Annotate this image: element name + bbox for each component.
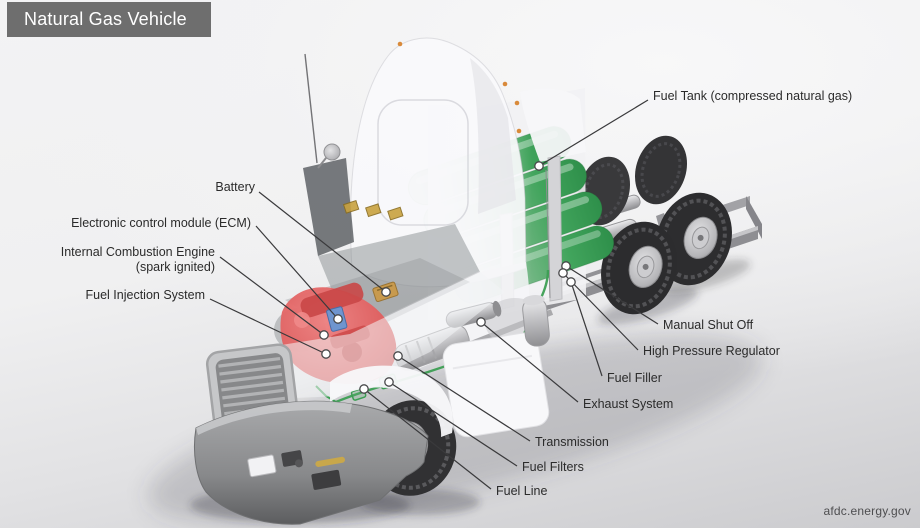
label-fuel-tank: Fuel Tank (compressed natural gas) (653, 89, 853, 103)
label-manual-shut-off: Manual Shut Off (663, 318, 754, 332)
cowl-markers (342, 199, 404, 221)
dot-fuel-tank (534, 161, 544, 171)
front-bumper (193, 400, 429, 525)
leader-fuel-filters (388, 381, 518, 467)
source-credit: afdc.energy.gov (823, 504, 911, 518)
side-window (303, 158, 354, 256)
license-plate (247, 454, 277, 478)
mirror-antenna (304, 41, 522, 169)
label-internal-combustion-engine: Internal Combustion Engine (spark ignite… (60, 245, 215, 274)
label-battery: Battery (215, 180, 255, 194)
label-exhaust-system: Exhaust System (583, 397, 674, 411)
dot-battery (381, 287, 391, 297)
page-title-text: Natural Gas Vehicle (24, 9, 187, 29)
label-fuel-filler: Fuel Filler (607, 371, 662, 385)
spot-mirror (323, 143, 341, 161)
dot-fuel-filters (384, 377, 394, 387)
rear-wheels (577, 135, 732, 315)
leader-manual-shut-off (565, 265, 659, 325)
leader-ecm (255, 225, 339, 320)
leader-exhaust (480, 321, 579, 403)
label-transmission: Transmission (535, 435, 609, 449)
dot-transmission (393, 351, 403, 361)
antenna (304, 53, 318, 164)
side-fairing (442, 295, 550, 438)
leader-fuel-line (363, 388, 492, 490)
leader-ice (219, 256, 325, 336)
dot-fuel-filler (566, 277, 576, 287)
leader-transmission (397, 355, 531, 442)
dot-ice (319, 330, 329, 340)
front-fender (330, 365, 453, 437)
leader-fuel-filler (570, 281, 603, 377)
callout-dots (319, 161, 576, 394)
leader-high-pressure-regulator (562, 272, 639, 351)
dot-exhaust (476, 317, 486, 327)
label-fuel-line: Fuel Line (496, 484, 548, 498)
leader-fuel-tank (538, 99, 649, 167)
amber-marker (315, 456, 346, 467)
leader-fuel-injection (209, 298, 327, 355)
label-fuel-injection-system: Fuel Injection System (85, 288, 206, 302)
dot-fuel-line (359, 384, 369, 394)
label-fuel-filters: Fuel Filters (522, 460, 584, 474)
dot-fuel-injection (321, 349, 331, 359)
label-ecm: Electronic control module (ECM) (71, 216, 251, 230)
rear-wheel-outer-front (601, 221, 677, 315)
leader-battery (258, 191, 387, 293)
hood-ghost (238, 272, 505, 400)
page-title: Natural Gas Vehicle (7, 2, 211, 37)
air-cleaner (522, 295, 550, 347)
dot-ecm (333, 314, 343, 324)
label-high-pressure-regulator: High Pressure Regulator (643, 344, 780, 358)
leader-lines (209, 99, 659, 490)
dot-high-pressure-regulator (558, 268, 568, 278)
